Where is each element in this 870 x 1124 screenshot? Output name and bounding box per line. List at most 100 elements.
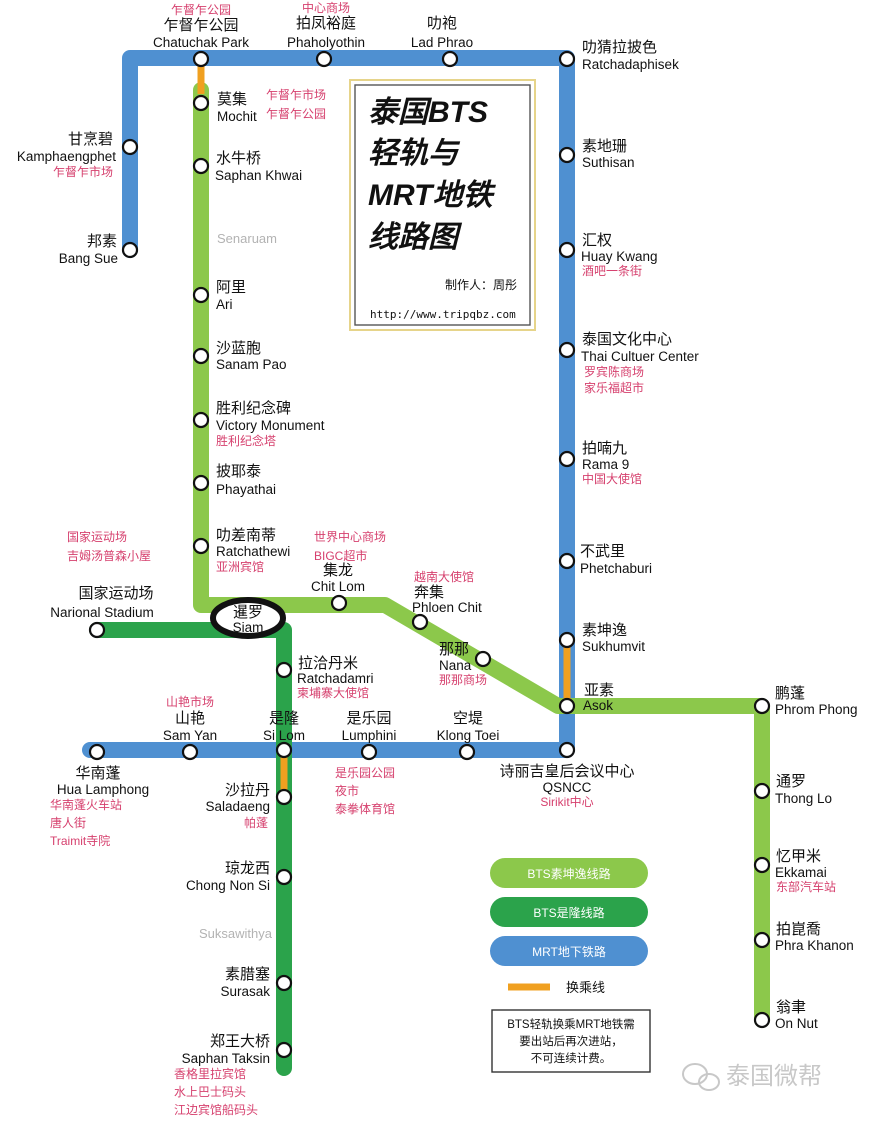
phrakhanon-zh: 拍崑喬 bbox=[776, 921, 821, 938]
station-kamphaengphet[interactable] bbox=[121, 138, 139, 156]
ratchadaphisek-zh: 叻猜拉披色 bbox=[582, 39, 657, 56]
station-victory[interactable] bbox=[192, 411, 210, 429]
station-surasak[interactable] bbox=[275, 974, 293, 992]
station-phromphong[interactable] bbox=[753, 697, 771, 715]
legend-note-box bbox=[491, 1009, 651, 1073]
station-klongtoei[interactable] bbox=[458, 743, 476, 761]
station-ratchadaphisek[interactable] bbox=[558, 50, 576, 68]
phromphong-zh: 鹏蓬 bbox=[775, 685, 805, 702]
thonglo-zh: 通罗 bbox=[776, 773, 806, 790]
station-sanampao[interactable] bbox=[192, 347, 210, 365]
samyan-en: Sam Yan bbox=[163, 728, 217, 743]
phaholyothin-note: 中心商场 bbox=[302, 0, 350, 15]
thaicultural-en: Thai Cultuer Center bbox=[581, 349, 699, 364]
station-ari[interactable] bbox=[192, 286, 210, 304]
station-samyan[interactable] bbox=[181, 743, 199, 761]
station-hualamphong[interactable] bbox=[88, 743, 106, 761]
asok-zh: 亚素 bbox=[584, 682, 614, 699]
saphantaksin-en: Saphan Taksin bbox=[182, 1051, 270, 1066]
station-asok[interactable] bbox=[558, 697, 576, 715]
station-phloenchit[interactable] bbox=[411, 613, 429, 631]
huaykwang-en: Huay Kwang bbox=[581, 249, 658, 264]
station-sukhumvit[interactable] bbox=[558, 631, 576, 649]
legend: BTS素坤逸线路 BTS是隆线路 MRT地下铁路 换乘线 BTS轻轨换乘MRT地… bbox=[490, 858, 651, 1073]
ratchadamri-zh: 拉洽丹米 bbox=[298, 655, 358, 672]
station-saphantaksin[interactable] bbox=[275, 1041, 293, 1059]
samyan-note: 山艳市场 bbox=[166, 694, 214, 709]
station-phrakhanon[interactable] bbox=[753, 931, 771, 949]
station-ratchathewi[interactable] bbox=[192, 537, 210, 555]
station-huaykwang[interactable] bbox=[558, 241, 576, 259]
ratchadamri-note: 柬埔寨大使馆 bbox=[297, 685, 369, 700]
station-bangsue[interactable] bbox=[121, 241, 139, 259]
station-national[interactable] bbox=[88, 621, 106, 639]
phloenchit-zh: 奔集 bbox=[414, 584, 444, 601]
thaicultural-zh: 泰国文化中心 bbox=[582, 331, 672, 348]
saladaeng-en: Saladaeng bbox=[205, 799, 270, 814]
klongtoei-en: Klong Toei bbox=[437, 728, 500, 743]
station-qsncc[interactable] bbox=[558, 741, 576, 759]
siam-interchange-marker[interactable] bbox=[210, 597, 286, 639]
hualamphong-note-2: 唐人街 bbox=[50, 815, 86, 830]
title-line-1: 泰国BTS bbox=[368, 96, 488, 129]
station-nana[interactable] bbox=[474, 650, 492, 668]
legend-transfer-label: 换乘线 bbox=[566, 980, 605, 995]
ratchathewi-en: Ratchathewi bbox=[216, 544, 290, 559]
station-suthisan[interactable] bbox=[558, 146, 576, 164]
station-chongnonsi[interactable] bbox=[275, 868, 293, 886]
chitlom-note-2: BIGC超市 bbox=[314, 548, 367, 563]
title-credit: 制作人：周彤 bbox=[445, 278, 517, 292]
mochit-note-2: 乍督乍公园 bbox=[266, 106, 326, 121]
ari-zh: 阿里 bbox=[216, 279, 246, 296]
national-zh: 国家运动场 bbox=[78, 585, 153, 602]
ekkamai-zh: 忆甲米 bbox=[776, 848, 821, 865]
station-lumphini[interactable] bbox=[360, 743, 378, 761]
phloenchit-en: Phloen Chit bbox=[412, 600, 482, 615]
national-note-1: 国家运动场 bbox=[67, 529, 127, 544]
station-chatuchak[interactable] bbox=[192, 50, 210, 68]
ratchathewi-zh: 叻差南蒂 bbox=[216, 527, 276, 544]
silom-en: Si Lom bbox=[263, 728, 305, 743]
ratchathewi-note: 亚洲宾馆 bbox=[216, 559, 264, 574]
suthisan-en: Suthisan bbox=[582, 155, 635, 170]
ekkamai-note: 东部汽车站 bbox=[776, 879, 836, 894]
station-saphankhwai[interactable] bbox=[192, 157, 210, 175]
rama9-zh: 拍喃九 bbox=[582, 440, 627, 457]
saphankhwai-en: Saphan Khwai bbox=[215, 168, 302, 183]
station-thaicultural[interactable] bbox=[558, 341, 576, 359]
surasak-zh: 素腊塞 bbox=[225, 965, 270, 983]
station-ladphrao[interactable] bbox=[441, 50, 459, 68]
kamphaengphet-note: 乍督乍市场 bbox=[53, 164, 113, 179]
phayathai-zh: 披耶泰 bbox=[216, 463, 261, 480]
asok-en: Asok bbox=[583, 698, 613, 713]
rama9-note: 中国大使馆 bbox=[582, 471, 642, 486]
station-onnut[interactable] bbox=[753, 1011, 771, 1029]
station-thonglo[interactable] bbox=[753, 782, 771, 800]
station-ratchadamri[interactable] bbox=[275, 661, 293, 679]
station-mochit[interactable] bbox=[192, 94, 210, 112]
legend-silom-swatch bbox=[490, 897, 648, 927]
station-rama9[interactable] bbox=[558, 450, 576, 468]
chongnonsi-zh: 琼龙西 bbox=[225, 860, 270, 877]
station-phayathai[interactable] bbox=[192, 474, 210, 492]
suksawithya-label: Suksawithya bbox=[199, 926, 273, 941]
station-ekkamai[interactable] bbox=[753, 856, 771, 874]
thaicultural-note-2: 家乐福超市 bbox=[584, 380, 644, 395]
station-phetchaburi[interactable] bbox=[558, 552, 576, 570]
saphantaksin-note-3: 江边宾馆船码头 bbox=[174, 1102, 258, 1117]
saphantaksin-note-1: 香格里拉宾馆 bbox=[174, 1066, 246, 1081]
station-phaholyothin[interactable] bbox=[315, 50, 333, 68]
nana-note: 那那商场 bbox=[439, 672, 487, 687]
qsncc-zh: 诗丽吉皇后会议中心 bbox=[499, 763, 634, 780]
station-chitlom[interactable] bbox=[330, 594, 348, 612]
qsncc-en: QSNCC bbox=[543, 780, 592, 795]
siam-zh: 暹罗 bbox=[233, 604, 263, 621]
samyan-zh: 山艳 bbox=[175, 710, 205, 727]
phaholyothin-zh: 拍凤裕庭 bbox=[296, 15, 356, 32]
station-silom[interactable] bbox=[275, 741, 293, 759]
title-line-2: 轻轨与 bbox=[368, 137, 461, 170]
station-saladaeng[interactable] bbox=[275, 788, 293, 806]
sanampao-zh: 沙蓝胞 bbox=[216, 340, 261, 357]
ekkamai-en: Ekkamai bbox=[775, 865, 827, 880]
